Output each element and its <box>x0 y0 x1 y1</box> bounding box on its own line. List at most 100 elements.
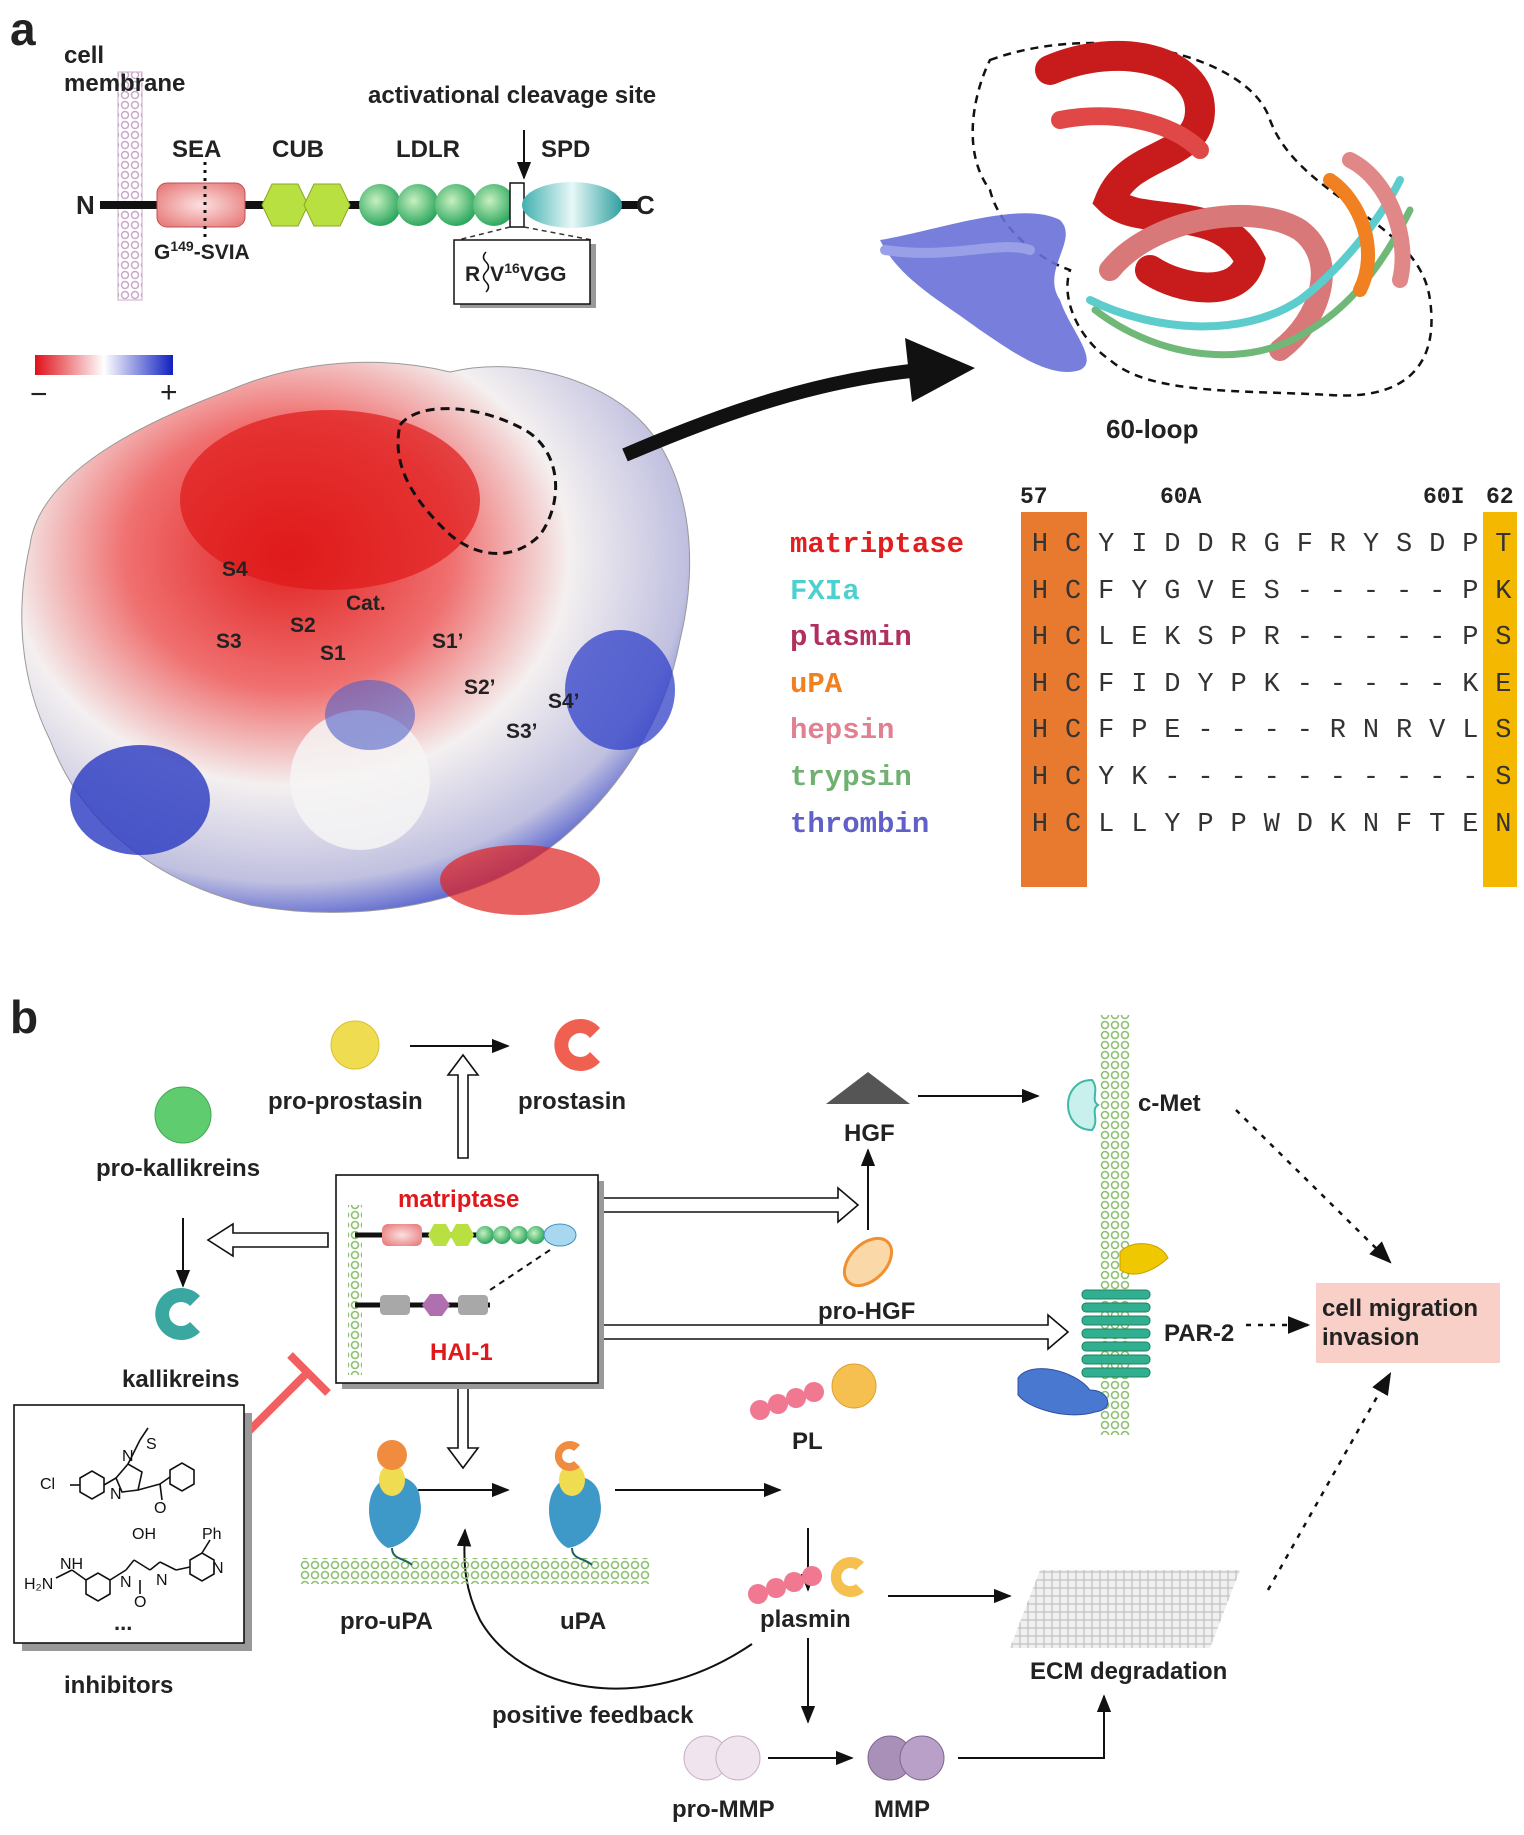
inhibitors-box <box>13 1404 245 1644</box>
pro-upa-receptor <box>368 1440 421 1566</box>
residue: L <box>1098 623 1115 654</box>
protease-name: plasmin <box>790 621 912 655</box>
residue: R <box>1263 623 1280 654</box>
charge-minus: − <box>30 378 48 411</box>
membrane-right <box>1100 1015 1130 1435</box>
residue: S <box>1197 623 1214 654</box>
residue: - <box>1395 623 1413 654</box>
residue: Y <box>1197 669 1214 700</box>
open-arrow-right-hgf <box>602 1186 860 1224</box>
par2-ligand-shape <box>1119 1243 1169 1275</box>
residue: C <box>1064 716 1082 747</box>
residue: - <box>1164 763 1181 793</box>
pos-57: 57 <box>1020 484 1048 510</box>
residue: S <box>1495 763 1512 793</box>
residue: I <box>1131 530 1148 560</box>
residue: - <box>1329 669 1346 700</box>
residue: T <box>1429 809 1446 840</box>
cleavage-box <box>509 182 525 228</box>
residue: H <box>1031 669 1049 700</box>
upa-receptor <box>548 1441 601 1566</box>
ribbon-structure <box>880 40 1433 397</box>
residue: - <box>1197 763 1214 793</box>
matriptase-hai1-box <box>335 1174 599 1384</box>
residue: - <box>1263 716 1280 747</box>
pro-upa-label: pro-uPA <box>340 1608 433 1635</box>
residue: R <box>1329 716 1346 747</box>
residue: H <box>1031 623 1049 654</box>
surface-label-s2: S2 <box>290 614 316 637</box>
residue: - <box>1462 763 1479 793</box>
n-terminus-label: N <box>76 190 95 220</box>
plasmin-shape <box>748 1557 864 1604</box>
open-arrow-down <box>446 1377 480 1470</box>
residue: H <box>1031 763 1049 793</box>
spd-domain <box>522 182 622 228</box>
residue: T <box>1495 530 1512 560</box>
residue: P <box>1462 530 1479 560</box>
residue: - <box>1429 669 1446 700</box>
residue: K <box>1462 669 1479 700</box>
residue: N <box>1495 809 1512 840</box>
residue: C <box>1064 530 1082 560</box>
residue: Y <box>1098 530 1115 560</box>
residue: - <box>1296 763 1313 793</box>
residue: - <box>1296 669 1313 700</box>
residue: H <box>1031 530 1049 560</box>
residue: C <box>1064 763 1082 793</box>
positive-feedback-arrow <box>456 1528 753 1690</box>
kallikreins-label: kallikreins <box>122 1366 240 1393</box>
residue: C <box>1064 669 1082 700</box>
residue: H <box>1031 809 1049 840</box>
ecm-shape <box>1010 1570 1240 1648</box>
c-terminus-label: C <box>636 190 655 220</box>
ldlr-label: LDLR <box>396 136 460 163</box>
cleavage-sequence-box <box>453 239 591 305</box>
panel-label-a: a <box>10 3 36 55</box>
residue: W <box>1263 809 1280 840</box>
residue: K <box>1329 809 1346 840</box>
pos-60a: 60A <box>1160 484 1202 510</box>
open-arrow-left <box>206 1222 329 1258</box>
residue: - <box>1329 623 1346 654</box>
inhibitor-structure-2 <box>55 1539 215 1602</box>
residue: - <box>1230 763 1247 793</box>
residue: L <box>1131 809 1148 840</box>
protease-name: thrombin <box>790 807 930 841</box>
plasmin-label: plasmin <box>760 1606 851 1633</box>
residue: C <box>1064 576 1082 607</box>
protease-name: FXIa <box>790 574 860 608</box>
pos-60i: 60I <box>1423 484 1465 510</box>
prostasin-label: prostasin <box>518 1088 627 1115</box>
pro-kallikreins-shape <box>154 1086 212 1144</box>
sea-domain <box>156 182 246 228</box>
residue: H <box>1031 576 1049 607</box>
residue: E <box>1230 576 1247 607</box>
residue: - <box>1230 716 1247 747</box>
pro-hgf-shape <box>842 1236 894 1288</box>
surface-label-s1p: S1’ <box>432 630 464 653</box>
pl-label: PL <box>792 1428 823 1455</box>
residue: - <box>1362 576 1380 607</box>
upa-label: uPA <box>560 1608 607 1635</box>
cleavage-site-label: activational cleavage site <box>368 82 657 109</box>
residue: G <box>1263 530 1280 560</box>
residue: S <box>1495 623 1512 654</box>
hgf-triangle <box>826 1072 910 1104</box>
residue: D <box>1197 530 1214 560</box>
open-arrow-up <box>446 1053 480 1159</box>
alignment-highlight-hc <box>1021 512 1087 887</box>
residue: N <box>1362 809 1380 840</box>
residue: E <box>1164 716 1181 747</box>
residue: N <box>1362 716 1380 747</box>
residue: - <box>1362 669 1380 700</box>
residue: E <box>1462 809 1479 840</box>
inhibitor-structure-1 <box>70 1427 195 1501</box>
residue: P <box>1197 809 1214 840</box>
